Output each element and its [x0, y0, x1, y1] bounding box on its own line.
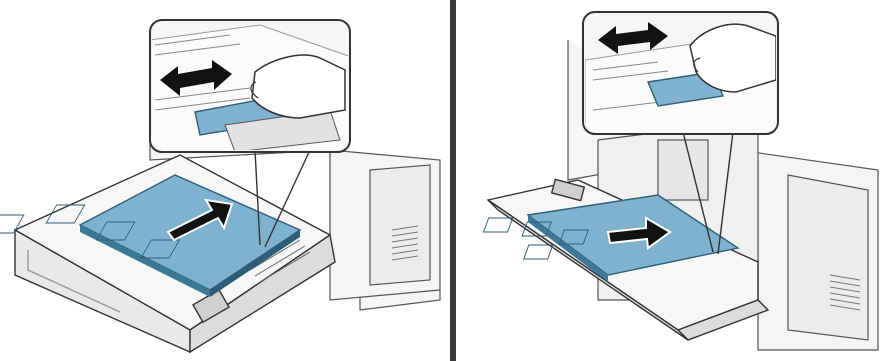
- panel-tray-loading: [0, 0, 450, 361]
- feeder-illustration: [458, 0, 887, 361]
- tray-illustration: [0, 0, 450, 361]
- panel-manual-feeder: [458, 0, 887, 361]
- inset-length-guide: [150, 20, 360, 152]
- panel-divider: [450, 0, 456, 361]
- inset-width-guide: [583, 12, 778, 134]
